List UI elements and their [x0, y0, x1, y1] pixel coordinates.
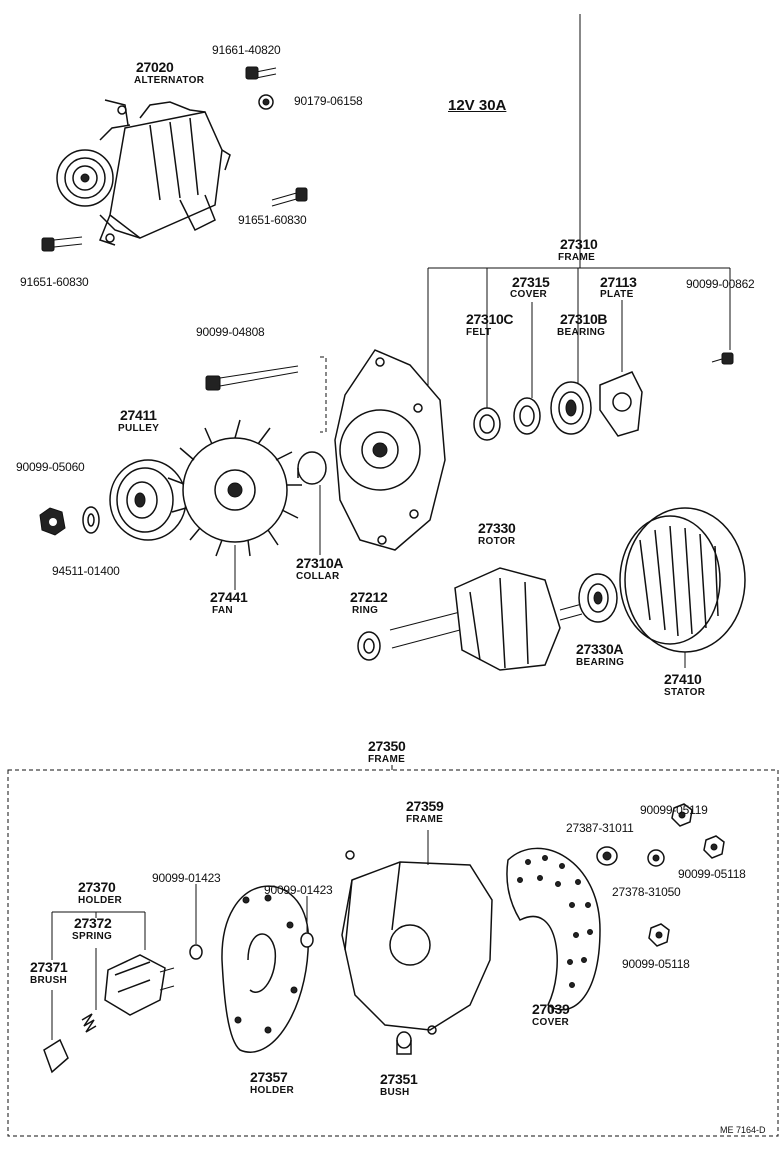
nut-90099-01423-a-drawing: [189, 884, 203, 960]
frame-27310-leader: [427, 14, 731, 410]
plate-27113-drawing: [599, 371, 643, 437]
part-number-27350: 27350: [368, 738, 406, 754]
part-number-27387-31011: 27387-31011: [566, 821, 634, 835]
collar-27310a-drawing: [297, 451, 327, 485]
nut-90099-05118-a-drawing: [703, 835, 725, 859]
part-number-27020: 27020: [136, 59, 174, 75]
part-number-90099-05118-b: 90099-05118: [622, 957, 690, 971]
nut-90099-01423-b-drawing: [300, 896, 314, 948]
through-bolt-90099-04808: [205, 365, 299, 391]
part-number-90179-06158: 90179-06158: [294, 94, 363, 108]
part-name-cover-27039: COVER: [532, 1017, 570, 1028]
terminal-27387-drawing: [596, 846, 618, 866]
part-number-27378-31050: 27378-31050: [612, 885, 681, 899]
part-number-27357: 27357: [250, 1069, 288, 1085]
part-name-brush: BRUSH: [30, 975, 68, 986]
part-name-frame-27350: FRAME: [368, 754, 406, 765]
part-name-bearing-27310b: BEARING: [557, 327, 606, 338]
washer-94511-01400-drawing: [82, 506, 100, 534]
part-name-spring: SPRING: [72, 931, 113, 942]
part-name-bearing-27330a: BEARING: [576, 657, 625, 668]
part-number-27370: 27370: [78, 879, 116, 895]
part-number-91651-60830-b: 91651-60830: [20, 275, 89, 289]
part-number-91651-60830-a: 91651-60830: [238, 213, 307, 227]
part-number-27310c: 27310C: [466, 311, 514, 327]
nut-90099-05119-drawing: [671, 803, 693, 827]
rectifier-holder-27357-drawing: [221, 885, 309, 1053]
part-number-27039: 27039: [532, 1001, 570, 1017]
part-name-cover-27315: COVER: [510, 289, 548, 300]
drawing-reference: ME 7164-D: [720, 1125, 766, 1135]
spec-title: 12V 30A: [448, 97, 507, 114]
bush-27351-drawing: [396, 1031, 412, 1055]
part-number-27371: 27371: [30, 959, 68, 975]
part-name-holder-27370: HOLDER: [78, 895, 123, 906]
part-number-27310a: 27310A: [296, 555, 344, 571]
frame-27350-group-box: [7, 769, 779, 1137]
nut-90099-05118-b-drawing: [648, 923, 670, 947]
nut-90099-05060-drawing: [39, 507, 66, 536]
bolt-91661-40820: [245, 66, 277, 80]
pulley-27411-drawing: [109, 459, 187, 541]
part-number-90099-01423-a: 90099-01423: [152, 871, 221, 885]
bearing-27330a-drawing: [578, 573, 618, 623]
part-number-27411: 27411: [120, 407, 157, 423]
part-number-27113: 27113: [600, 274, 637, 290]
part-name-plate: PLATE: [600, 289, 634, 300]
part-name-collar: COLLAR: [296, 571, 340, 582]
part-name-pulley: PULLEY: [118, 423, 160, 434]
cover-27039-drawing: [506, 847, 601, 1012]
bearing-27310b-drawing: [550, 381, 592, 435]
cover-27315-drawing: [513, 397, 541, 435]
part-number-27315: 27315: [512, 274, 550, 290]
part-number-27310: 27310: [560, 236, 598, 252]
part-name-rotor: ROTOR: [478, 536, 516, 547]
bolt-91651-60830-a: [271, 187, 308, 207]
part-number-91661-40820: 91661-40820: [212, 43, 281, 57]
rotor-27330-drawing: [389, 567, 583, 671]
part-name-fan: FAN: [212, 605, 233, 616]
part-name-ring: RING: [352, 605, 379, 616]
part-number-90099-01423-b: 90099-01423: [264, 883, 333, 897]
collar-dashed-guide: [320, 356, 327, 433]
brush-27371-drawing: [43, 990, 69, 1074]
part-name-alternator: ALTERNATOR: [134, 75, 205, 86]
bolt-91651-60830-b: [41, 236, 83, 252]
part-name-frame-27359: FRAME: [406, 814, 444, 825]
part-name-frame-27310: FRAME: [558, 252, 596, 263]
part-number-90099-05060: 90099-05060: [16, 460, 85, 474]
part-name-holder-27357: HOLDER: [250, 1085, 295, 1096]
part-number-27441: 27441: [210, 589, 248, 605]
part-number-27212: 27212: [350, 589, 388, 605]
rear-frame-27359-drawing: [341, 830, 493, 1035]
part-name-felt: FELT: [466, 327, 492, 338]
stator-27410-drawing: [619, 507, 746, 668]
part-number-27330: 27330: [478, 520, 516, 536]
part-name-bush: BUSH: [380, 1087, 410, 1098]
part-number-27310b: 27310B: [560, 311, 608, 327]
alternator-assembly-drawing: [56, 99, 231, 246]
part-number-27359: 27359: [406, 798, 444, 814]
part-name-stator: STATOR: [664, 687, 706, 698]
part-number-90099-05119: 90099-05119: [640, 803, 708, 817]
screw-90099-00862-drawing: [711, 352, 734, 365]
ring-27212-drawing: [357, 631, 381, 661]
drive-end-frame-drawing: [334, 349, 446, 551]
spring-27372-drawing: [81, 948, 97, 1033]
brush-holder-27370-drawing: [51, 911, 175, 1016]
part-number-90099-00862: 90099-00862: [686, 277, 755, 291]
part-number-27330a: 27330A: [576, 641, 624, 657]
felt-27310c-drawing: [473, 407, 501, 441]
part-number-94511-01400: 94511-01400: [52, 564, 120, 578]
part-number-90099-05118-a: 90099-05118: [678, 867, 746, 881]
nut-90179-06158: [258, 94, 274, 110]
part-number-90099-04808: 90099-04808: [196, 325, 265, 339]
part-number-27410: 27410: [664, 671, 702, 687]
part-number-27351: 27351: [380, 1071, 418, 1087]
insulator-27378-drawing: [647, 849, 665, 867]
part-number-27372: 27372: [74, 915, 112, 931]
fan-27441-drawing: [167, 419, 302, 557]
